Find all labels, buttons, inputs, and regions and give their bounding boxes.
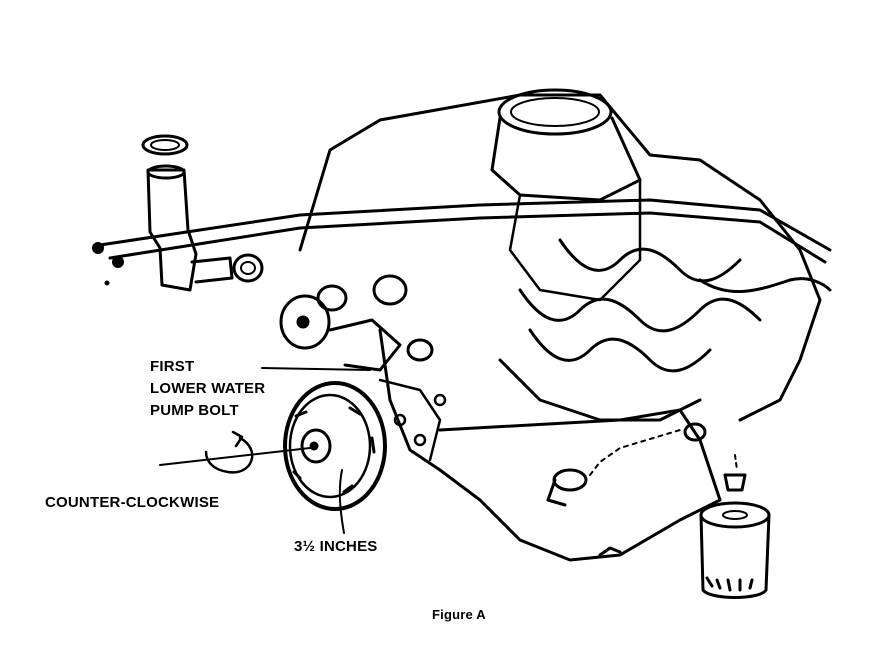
first-bolt-label-line1: FIRST: [150, 358, 195, 375]
oil-filler-tube: [141, 134, 264, 292]
crankshaft-pulley: [283, 381, 387, 511]
dipstick-line: [589, 429, 681, 476]
first-bolt-label-line3: PUMP BOLT: [150, 402, 239, 419]
manifold-runners: [498, 238, 832, 422]
intake-plenum: [490, 88, 642, 302]
fuel-rail: [98, 198, 832, 264]
label-leaders: [159, 367, 371, 534]
oil-filter: [683, 422, 771, 599]
rotation-label: COUNTER-CLOCKWISE: [45, 494, 220, 511]
timing-cover: [378, 378, 447, 462]
distance-label: 3½ INCHES: [294, 538, 378, 555]
first-bolt-label-line2: LOWER WATER: [150, 380, 266, 397]
loose-bolts: [92, 242, 124, 286]
oil-pan: [438, 408, 722, 557]
rotation-arrow-icon: [204, 430, 254, 474]
figure-caption: Figure A: [432, 607, 486, 622]
water-pump: [279, 274, 434, 372]
